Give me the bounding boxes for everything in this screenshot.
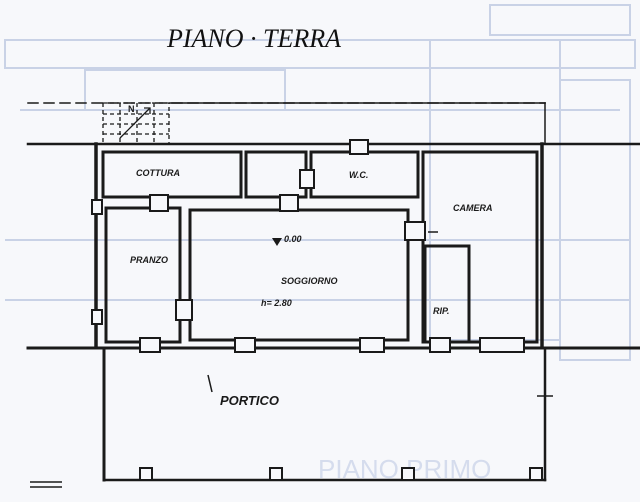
rip-walls xyxy=(423,244,471,344)
room-label-cottura: COTTURA xyxy=(136,168,180,178)
room-label-rip: RIP. xyxy=(433,306,449,316)
room-label-height: h= 2.80 xyxy=(261,298,292,308)
entrance-steps xyxy=(102,102,170,145)
soggiorno-walls xyxy=(188,208,410,342)
room-label-portico: PORTICO xyxy=(220,393,279,408)
level-mark-label: 0.00 xyxy=(284,234,302,244)
plan-title: PIANO · TERRA xyxy=(166,24,341,53)
room-label-wc: W.C. xyxy=(349,170,368,180)
room-label-soggiorno: SOGGIORNO xyxy=(281,276,338,286)
level-mark-icon xyxy=(272,238,282,246)
walls xyxy=(26,102,640,482)
room-label-camera: CAMERA xyxy=(453,203,493,213)
door-openings xyxy=(91,139,525,353)
cottura-walls xyxy=(101,150,243,199)
room-label-pranzo: PRANZO xyxy=(130,255,168,265)
drafting-marks xyxy=(30,231,553,488)
north-mark: N xyxy=(128,104,135,114)
portico-pillars xyxy=(139,467,543,481)
closet-walls xyxy=(244,150,308,199)
pranzo-walls xyxy=(104,206,182,344)
